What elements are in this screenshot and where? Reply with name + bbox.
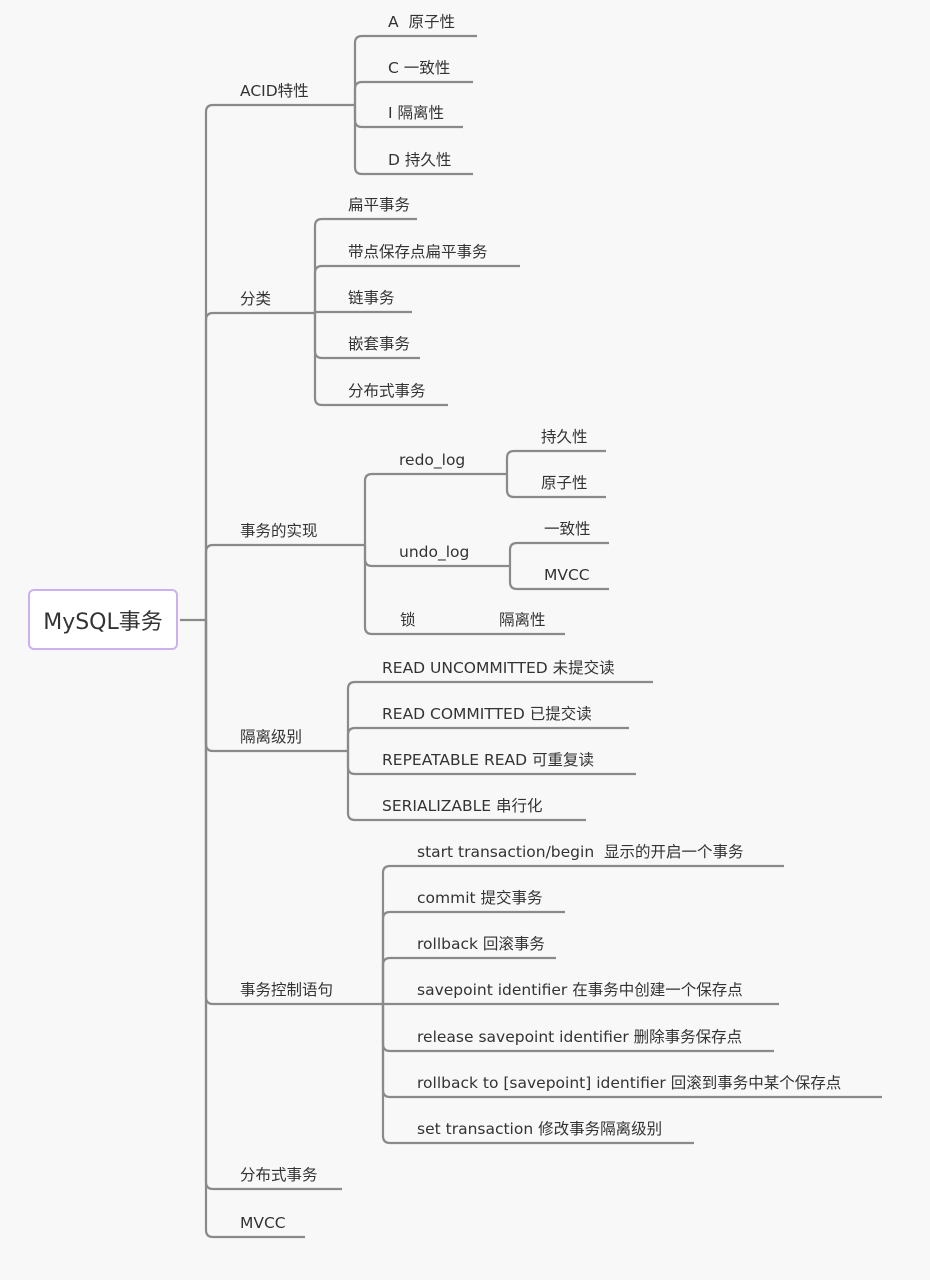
child-node[interactable]: READ COMMITTED 已提交读 — [382, 705, 592, 723]
child-node[interactable]: I 隔离性 — [388, 104, 444, 122]
leaf-node[interactable]: 一致性 — [544, 520, 591, 538]
child-line — [353, 105, 473, 176]
child-node[interactable]: 扁平事务 — [348, 196, 411, 214]
child-node[interactable]: start transaction/begin 显示的开启一个事务 — [417, 843, 744, 861]
child-node[interactable]: release savepoint identifier 删除事务保存点 — [417, 1028, 743, 1046]
child-line — [353, 80, 473, 105]
child-node[interactable]: REPEATABLE READ 可重复读 — [382, 751, 594, 769]
branch-node[interactable]: MVCC — [240, 1214, 286, 1232]
branch-node[interactable]: 分布式事务 — [240, 1166, 318, 1184]
child-line — [381, 910, 565, 1004]
leaf-node[interactable]: 隔离性 — [499, 611, 546, 629]
child-line — [363, 472, 507, 545]
child-line — [381, 1004, 694, 1145]
child-node[interactable]: 链事务 — [348, 289, 395, 307]
leaf-node[interactable]: 原子性 — [541, 474, 588, 492]
branch-line — [204, 620, 342, 1191]
child-line — [313, 217, 417, 313]
child-node[interactable]: 分布式事务 — [348, 382, 426, 400]
child-node[interactable]: 带点保存点扁平事务 — [348, 243, 488, 261]
child-node[interactable]: C 一致性 — [388, 59, 451, 77]
child-node[interactable]: READ UNCOMMITTED 未提交读 — [382, 659, 615, 677]
leaf-line — [508, 541, 609, 566]
child-node[interactable]: redo_log — [399, 451, 466, 469]
child-node[interactable]: 嵌套事务 — [348, 335, 411, 353]
child-node[interactable]: A 原子性 — [388, 13, 455, 31]
root-label: MySQL事务 — [43, 609, 163, 635]
leaf-node[interactable]: MVCC — [544, 566, 590, 584]
leaf-line — [505, 449, 606, 474]
child-node[interactable]: 锁 — [400, 611, 416, 629]
branch-line — [204, 620, 383, 1006]
child-node[interactable]: savepoint identifier 在事务中创建一个保存点 — [417, 981, 743, 999]
branch-node[interactable]: 隔离级别 — [240, 728, 303, 746]
child-line — [346, 680, 653, 751]
branch-line — [204, 543, 365, 620]
leaf-line — [508, 566, 609, 591]
branch-node[interactable]: ACID特性 — [240, 82, 309, 100]
child-line — [381, 864, 784, 1004]
child-node[interactable]: undo_log — [399, 543, 470, 561]
child-line — [381, 956, 556, 1004]
branch-line — [204, 311, 315, 620]
branch-line — [204, 620, 305, 1239]
child-line — [346, 751, 586, 822]
root-node[interactable]: MySQL事务 — [28, 589, 178, 650]
branch-node[interactable]: 事务的实现 — [240, 522, 318, 540]
branch-node[interactable]: 事务控制语句 — [240, 981, 334, 999]
child-line — [353, 34, 477, 105]
child-node[interactable]: rollback to [savepoint] identifier 回滚到事务… — [417, 1074, 842, 1092]
child-node[interactable]: set transaction 修改事务隔离级别 — [417, 1120, 663, 1138]
child-line — [346, 726, 629, 751]
leaf-line — [505, 474, 606, 499]
child-line — [313, 313, 448, 407]
child-line — [363, 545, 480, 636]
child-line — [313, 310, 412, 314]
leaf-node[interactable]: 持久性 — [541, 428, 588, 446]
child-line — [313, 264, 520, 313]
child-node[interactable]: rollback 回滚事务 — [417, 935, 545, 953]
branch-line — [204, 103, 355, 620]
child-node[interactable]: SERIALIZABLE 串行化 — [382, 797, 543, 815]
branch-node[interactable]: 分类 — [240, 290, 272, 308]
child-node[interactable]: commit 提交事务 — [417, 889, 543, 907]
child-node[interactable]: D 持久性 — [388, 151, 452, 169]
